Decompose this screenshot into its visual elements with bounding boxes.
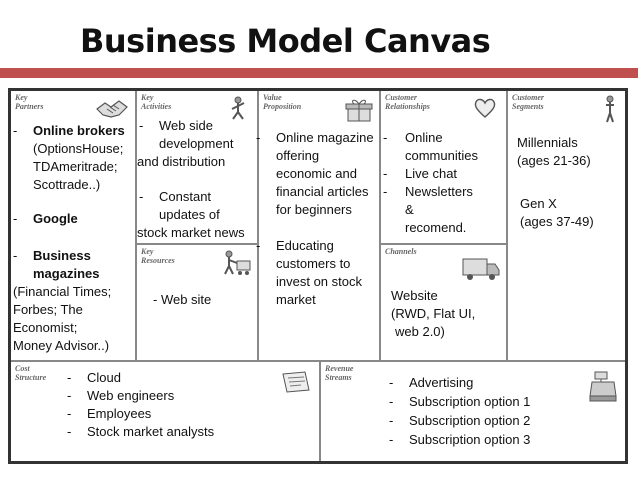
ch-line-3: web 2.0) xyxy=(395,324,445,339)
rev-item: Subscription option 2 xyxy=(409,413,531,428)
handshake-icon xyxy=(96,100,128,118)
cr-line-4: Newsletters xyxy=(405,184,473,199)
cs-line-4: (ages 37-49) xyxy=(520,214,594,229)
key-partners-block: Key Partners - Online brokers (OptionsHo… xyxy=(11,91,137,362)
ka-dash-2: - xyxy=(139,189,144,204)
rev-item: Subscription option 3 xyxy=(409,432,531,447)
kp-business: Business xyxy=(33,248,91,263)
vp-line-6: Educating xyxy=(276,238,334,253)
gift-icon xyxy=(345,99,373,122)
cost-item: Cloud xyxy=(87,370,121,385)
vp-dash-1: - xyxy=(256,130,261,145)
kp-line-11: Money Advisor..) xyxy=(13,338,110,353)
vp-line-8: invest on stock xyxy=(276,274,362,289)
cost-dash-2: - xyxy=(67,388,72,403)
rev-dash-1: - xyxy=(389,375,394,390)
person-icon xyxy=(606,95,614,123)
vp-line-9: market xyxy=(276,292,316,307)
kp-line-8: (Financial Times; xyxy=(13,284,112,299)
truck-icon xyxy=(462,258,500,280)
vp-line-3: economic and xyxy=(276,166,357,181)
cash-register-icon xyxy=(589,371,617,402)
ch-line-1: Website xyxy=(391,288,438,303)
value-proposition-header: Value Proposition xyxy=(263,93,302,111)
key-resources-header: Key Resources xyxy=(141,247,175,265)
rev-dash-2: - xyxy=(389,394,394,409)
cost-item: Web engineers xyxy=(87,388,175,403)
cr-line-5: & xyxy=(405,202,414,217)
kp-dash-2: - xyxy=(13,211,18,226)
worker-cart-icon xyxy=(224,250,251,275)
rev-item: Advertising xyxy=(409,375,474,390)
key-activities-block: Key Activities - Web side development an… xyxy=(137,91,259,245)
rev-dash-4: - xyxy=(389,432,394,447)
channels-block: Channels Website (RWD, Flat UI, web 2.0) xyxy=(381,245,508,362)
cr-line-2: communities xyxy=(405,148,478,163)
kp-line-10: Economist; xyxy=(13,320,78,335)
cr-dash-2: - xyxy=(383,166,388,181)
ka-line-2: development xyxy=(159,136,234,151)
vp-line-5: for beginners xyxy=(276,202,352,217)
ka-line-3: and distribution xyxy=(137,154,226,169)
ka-line-6: stock market news xyxy=(137,225,245,240)
cs-line-1: Millennials xyxy=(517,135,578,150)
rev-item: Subscription option 1 xyxy=(409,394,531,409)
kp-line-2: (OptionsHouse; xyxy=(33,141,124,156)
revenue-streams-header: Revenue Streams xyxy=(325,364,354,382)
vp-line-7: customers to xyxy=(276,256,351,271)
cost-structure-block: Cost Structure - Cloud - Web engineers -… xyxy=(11,362,321,461)
ka-dash-1: - xyxy=(139,118,144,133)
kp-line-4: Scottrade..) xyxy=(33,177,101,192)
cost-structure-header: Cost Structure xyxy=(15,364,47,382)
cr-dash-1: - xyxy=(383,130,388,145)
cs-line-3: Gen X xyxy=(520,196,557,211)
cr-dash-3: - xyxy=(383,184,388,199)
cost-item: Stock market analysts xyxy=(87,424,215,439)
vp-line-4: financial articles xyxy=(276,184,369,199)
ch-line-2: (RWD, Flat UI, xyxy=(391,306,476,321)
cr-line-6: recomend. xyxy=(405,220,467,235)
page-title: Business Model Canvas xyxy=(80,22,491,60)
kp-magazines: magazines xyxy=(33,266,100,281)
heart-icon xyxy=(474,98,496,118)
key-activities-header: Key Activities xyxy=(141,93,172,111)
vp-line-2: offering xyxy=(276,148,320,163)
cost-dash-4: - xyxy=(67,424,72,439)
kp-online-brokers: Online brokers xyxy=(33,123,125,138)
title-underline-bar xyxy=(0,68,638,78)
kp-dash-1: - xyxy=(13,123,18,138)
cr-line-3: Live chat xyxy=(405,166,458,181)
customer-relationships-header: Customer Relationships xyxy=(385,93,430,111)
cs-line-2: (ages 21-36) xyxy=(517,153,591,168)
worker-icon xyxy=(231,96,245,120)
cost-item: Employees xyxy=(87,406,152,421)
key-partners-header: Key Partners xyxy=(15,93,44,111)
vp-line-1: Online magazine xyxy=(276,130,374,145)
channels-header: Channels xyxy=(385,247,417,256)
key-resources-block: Key Resources - Web site xyxy=(137,245,259,362)
kp-dash-3: - xyxy=(13,248,18,263)
value-proposition-block: Value Proposition - Online magazine offe… xyxy=(256,91,381,362)
kp-line-9: Forbes; The xyxy=(13,302,83,317)
ka-line-1: Web side xyxy=(159,118,213,133)
customer-relationships-block: Customer Relationships - Online communit… xyxy=(381,91,508,245)
kr-line-1: - Web site xyxy=(153,292,212,307)
customer-segments-header: Customer Segments xyxy=(512,93,545,111)
receipt-icon xyxy=(282,371,310,393)
customer-segments-block: Customer Segments Millennials (ages 21-3… xyxy=(508,91,625,362)
cr-line-1: Online xyxy=(405,130,443,145)
kp-google: Google xyxy=(33,211,78,226)
ka-line-5: updates of xyxy=(159,207,220,222)
business-model-canvas: Key Partners - Online brokers (OptionsHo… xyxy=(8,88,628,464)
kp-line-3: TDAmeritrade; xyxy=(33,159,118,174)
ka-line-4: Constant xyxy=(159,189,212,204)
cost-dash-3: - xyxy=(67,406,72,421)
rev-dash-3: - xyxy=(389,413,394,428)
cost-dash-1: - xyxy=(67,370,72,385)
vp-dash-2: - xyxy=(256,238,261,253)
revenue-streams-block: Revenue Streams - Advertising - Subscrip… xyxy=(321,362,625,461)
